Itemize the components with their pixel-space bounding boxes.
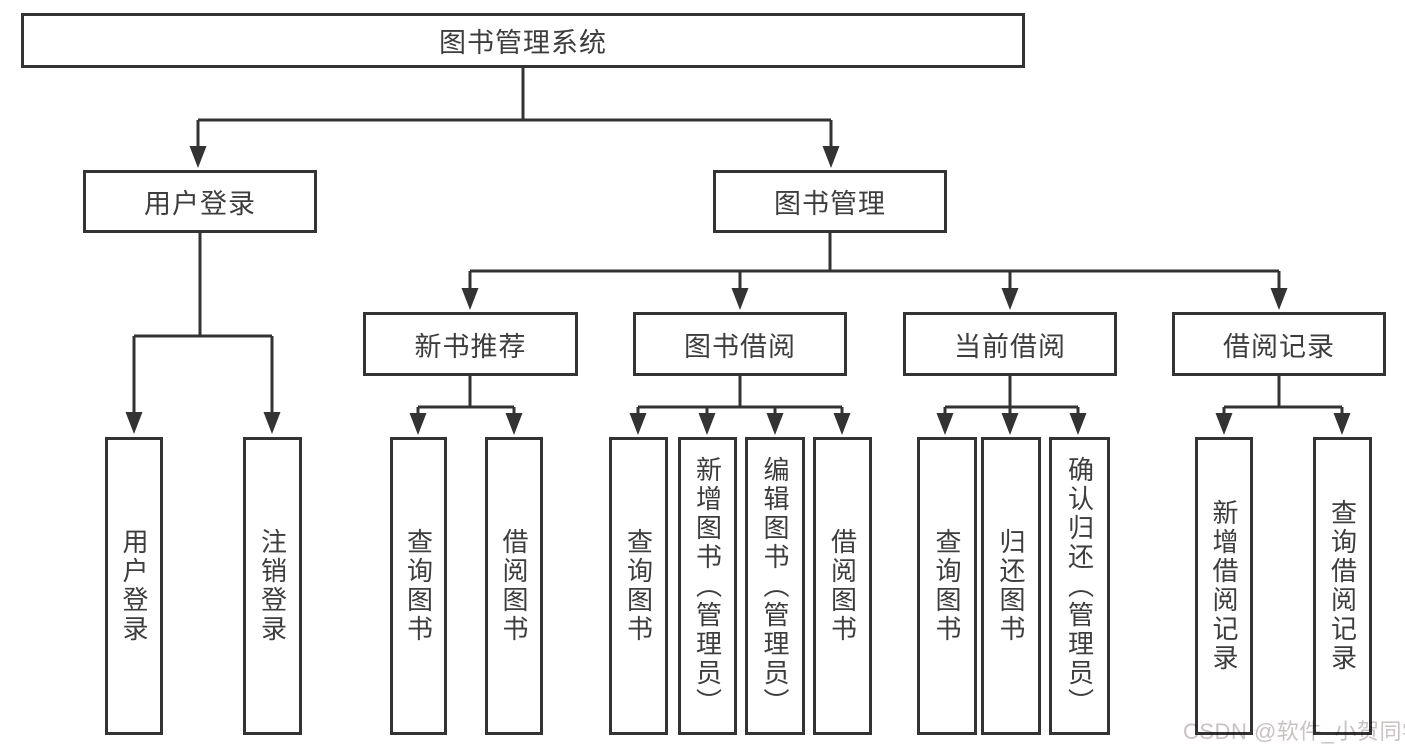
leaf-query-books-current: 查询图书 xyxy=(917,437,977,735)
leaf-borrow-books-borrowing-label: 借阅图书 xyxy=(827,528,858,644)
connector-root-to-level2 xyxy=(189,66,840,168)
arrowhead-down-icon xyxy=(1069,413,1087,435)
leaf-borrow-books-recommend: 借阅图书 xyxy=(485,437,543,735)
arrowhead-down-icon xyxy=(125,412,143,434)
leaf-add-book-admin: 新增图书（管理员） xyxy=(678,437,737,735)
leaf-query-borrow-record: 查询借阅记录 xyxy=(1313,437,1372,735)
leaf-query-books-borrowing-label: 查询图书 xyxy=(623,528,654,644)
connector-book-mgmt-to-level3 xyxy=(461,231,1288,310)
leaf-logout: 注销登录 xyxy=(243,437,302,735)
arrowhead-down-icon xyxy=(505,413,523,435)
arrowhead-down-icon xyxy=(698,413,716,435)
arrowhead-down-icon xyxy=(1270,288,1288,310)
leaf-query-books-borrowing: 查询图书 xyxy=(609,437,668,735)
leaf-confirm-return-admin-label: 确认归还（管理员） xyxy=(1064,455,1095,717)
arrowhead-down-icon xyxy=(731,288,749,310)
connector-book-borrowing-to-leaves xyxy=(629,374,851,435)
arrowhead-down-icon xyxy=(766,413,784,435)
node-book-management: 图书管理 xyxy=(713,170,947,233)
leaf-return-book: 归还图书 xyxy=(981,437,1041,735)
node-book-borrowing-label: 图书借阅 xyxy=(684,331,796,362)
arrowhead-down-icon xyxy=(1215,413,1233,435)
node-current-borrowing: 当前借阅 xyxy=(903,312,1117,376)
arrowhead-down-icon xyxy=(461,288,479,310)
arrowhead-down-icon xyxy=(833,413,851,435)
arrowhead-down-icon xyxy=(822,146,840,168)
connector-current-borrow-to-leaves xyxy=(936,374,1087,435)
node-new-book-recommend: 新书推荐 xyxy=(363,312,578,376)
leaf-user-login-label: 用户登录 xyxy=(119,528,149,644)
leaf-user-login: 用户登录 xyxy=(105,437,163,735)
node-book-management-label: 图书管理 xyxy=(774,189,886,219)
arrowhead-down-icon xyxy=(629,413,647,435)
node-new-book-recommend-label: 新书推荐 xyxy=(414,331,527,362)
leaf-query-books-recommend-label: 查询图书 xyxy=(403,528,434,644)
arrowhead-down-icon xyxy=(263,412,281,434)
leaf-add-borrow-record-label: 新增借阅记录 xyxy=(1209,499,1239,673)
node-borrowing-records: 借阅记录 xyxy=(1172,312,1386,376)
leaf-query-borrow-record-label: 查询借阅记录 xyxy=(1327,499,1358,673)
arrowhead-down-icon xyxy=(409,413,427,435)
node-root-label: 图书管理系统 xyxy=(439,28,607,58)
node-user-login-label: 用户登录 xyxy=(144,189,256,219)
node-user-login: 用户登录 xyxy=(83,170,317,233)
arrowhead-down-icon xyxy=(1001,413,1019,435)
node-borrowing-records-label: 借阅记录 xyxy=(1223,331,1335,362)
leaf-edit-book-admin: 编辑图书（管理员） xyxy=(745,437,805,735)
node-book-borrowing: 图书借阅 xyxy=(633,312,847,376)
node-current-borrowing-label: 当前借阅 xyxy=(954,331,1066,362)
leaf-add-borrow-record: 新增借阅记录 xyxy=(1195,437,1253,735)
leaf-borrow-books-borrowing: 借阅图书 xyxy=(813,437,872,735)
arrowhead-down-icon xyxy=(936,413,954,435)
connector-user-login-to-leaves xyxy=(125,231,281,434)
leaf-query-books-current-label: 查询图书 xyxy=(932,528,962,644)
leaf-borrow-books-recommend-label: 借阅图书 xyxy=(499,528,529,644)
leaf-confirm-return-admin: 确认归还（管理员） xyxy=(1049,437,1110,735)
leaf-return-book-label: 归还图书 xyxy=(996,528,1026,644)
leaf-edit-book-admin-label: 编辑图书（管理员） xyxy=(760,455,790,717)
csdn-watermark: CSDN @软件_小贺同学 xyxy=(1183,719,1405,744)
leaf-query-books-recommend: 查询图书 xyxy=(390,437,447,735)
leaf-logout-label: 注销登录 xyxy=(257,528,288,644)
leaf-add-book-admin-label: 新增图书（管理员） xyxy=(692,455,723,717)
arrowhead-down-icon xyxy=(189,146,207,168)
arrowhead-down-icon xyxy=(1001,288,1019,310)
arrowhead-down-icon xyxy=(1333,413,1351,435)
connector-borrow-records-to-leaves xyxy=(1215,374,1351,435)
connector-new-book-to-leaves xyxy=(409,374,523,435)
node-root: 图书管理系统 xyxy=(21,13,1025,68)
